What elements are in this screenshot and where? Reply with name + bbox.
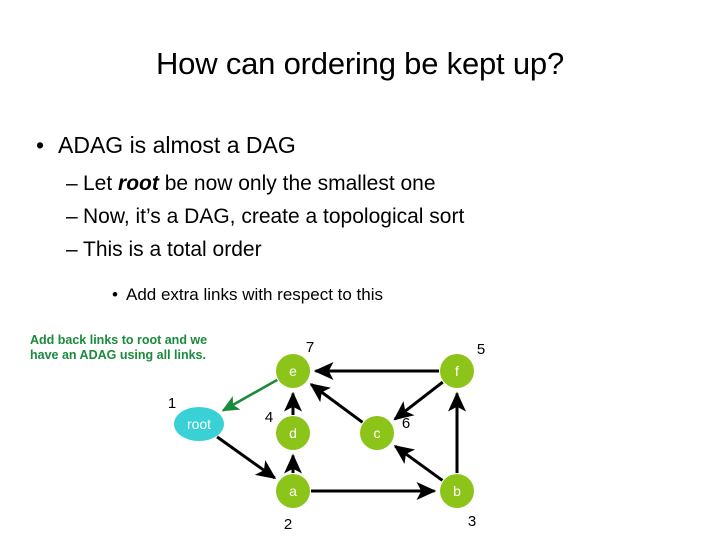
bullet-marker-dash: – xyxy=(66,172,78,195)
graph-node-label-a: a xyxy=(289,483,297,499)
graph-edge-root-to-a xyxy=(216,435,277,480)
graph-node-shape-c xyxy=(360,416,394,450)
graph-node-shape-b xyxy=(440,474,474,508)
bullet-level3-text: Add extra links with respect to this xyxy=(126,285,384,304)
graph-node-layer: root e f d c a b xyxy=(174,354,474,508)
annotation-line-1: Add back links to root and we xyxy=(30,333,208,347)
bullet-level2-post-0: be now only the smallest one xyxy=(158,172,436,195)
graph-node-label-c: c xyxy=(374,425,381,441)
graph-index-layer: 1 7 5 4 6 2 3 xyxy=(168,339,485,533)
graph-node-shape-a xyxy=(276,474,310,508)
adag-graph-figure: root e f d c a b 1 7 5 4 6 2 3 xyxy=(0,330,720,540)
bullet-level1-text: ADAG is almost a DAG xyxy=(58,132,296,158)
bullet-level2-emphasis-0: root xyxy=(118,172,159,195)
graph-node-root[interactable]: root xyxy=(174,407,224,441)
graph-node-d[interactable]: d xyxy=(276,416,310,450)
graph-edge-f-to-c xyxy=(393,380,444,421)
bullet-level2-item-2: –This is a total order xyxy=(66,238,262,262)
bullet-marker-dot3: • xyxy=(112,285,118,304)
bullet-level2-pre-1: Now, it’s a DAG, create a topological so… xyxy=(83,205,465,228)
graph-node-label-e: e xyxy=(289,363,297,379)
bullet-level2-item-0: –Let root be now only the smallest one xyxy=(66,172,436,196)
graph-node-shape-f xyxy=(440,354,474,388)
bullet-level2-pre-2: This is a total order xyxy=(83,238,262,261)
bullet-marker-dot: • xyxy=(36,132,45,158)
graph-node-order-index-b: 3 xyxy=(468,513,476,530)
graph-node-shape-root xyxy=(174,407,224,441)
graph-node-label-b: b xyxy=(453,483,461,499)
bullet-level2-item-1: –Now, it’s a DAG, create a topological s… xyxy=(66,205,464,229)
adag-graph-svg: root e f d c a b 1 7 5 4 6 2 3 xyxy=(168,339,485,533)
bullet-level3: • Add extra links with respect to this xyxy=(112,285,383,305)
annotation-back-links: Add back links to root and we have an AD… xyxy=(30,333,280,363)
graph-node-shape-d xyxy=(276,416,310,450)
graph-edge-layer xyxy=(216,362,466,500)
graph-node-b[interactable]: b xyxy=(440,474,474,508)
graph-node-label-root: root xyxy=(187,416,211,432)
graph-edge-e-to-root xyxy=(221,378,278,412)
graph-node-order-index-c: 6 xyxy=(402,415,410,432)
annotation-line-2: have an ADAG using all links. xyxy=(30,348,206,362)
bullet-marker-dash: – xyxy=(66,205,78,228)
graph-node-label-f: f xyxy=(455,363,459,379)
graph-node-shape-e xyxy=(276,354,310,388)
graph-edge-b-to-c xyxy=(393,444,444,482)
bullet-marker-dash: – xyxy=(66,238,78,261)
graph-node-a[interactable]: a xyxy=(276,474,310,508)
graph-node-order-index-e: 7 xyxy=(306,339,314,356)
graph-node-order-index-root: 1 xyxy=(168,395,176,412)
graph-node-c[interactable]: c xyxy=(360,416,394,450)
graph-node-order-index-a: 2 xyxy=(284,516,292,533)
graph-node-order-index-d: 4 xyxy=(265,409,273,426)
bullet-level2-pre-0: Let xyxy=(83,172,119,195)
graph-node-label-d: d xyxy=(289,425,297,441)
graph-node-order-index-f: 5 xyxy=(477,341,485,358)
bullet-level1: • ADAG is almost a DAG xyxy=(36,132,296,159)
graph-node-e[interactable]: e xyxy=(276,354,310,388)
graph-edge-c-to-e xyxy=(309,383,364,424)
graph-node-f[interactable]: f xyxy=(440,354,474,388)
page-title: How can ordering be kept up? xyxy=(156,46,564,81)
